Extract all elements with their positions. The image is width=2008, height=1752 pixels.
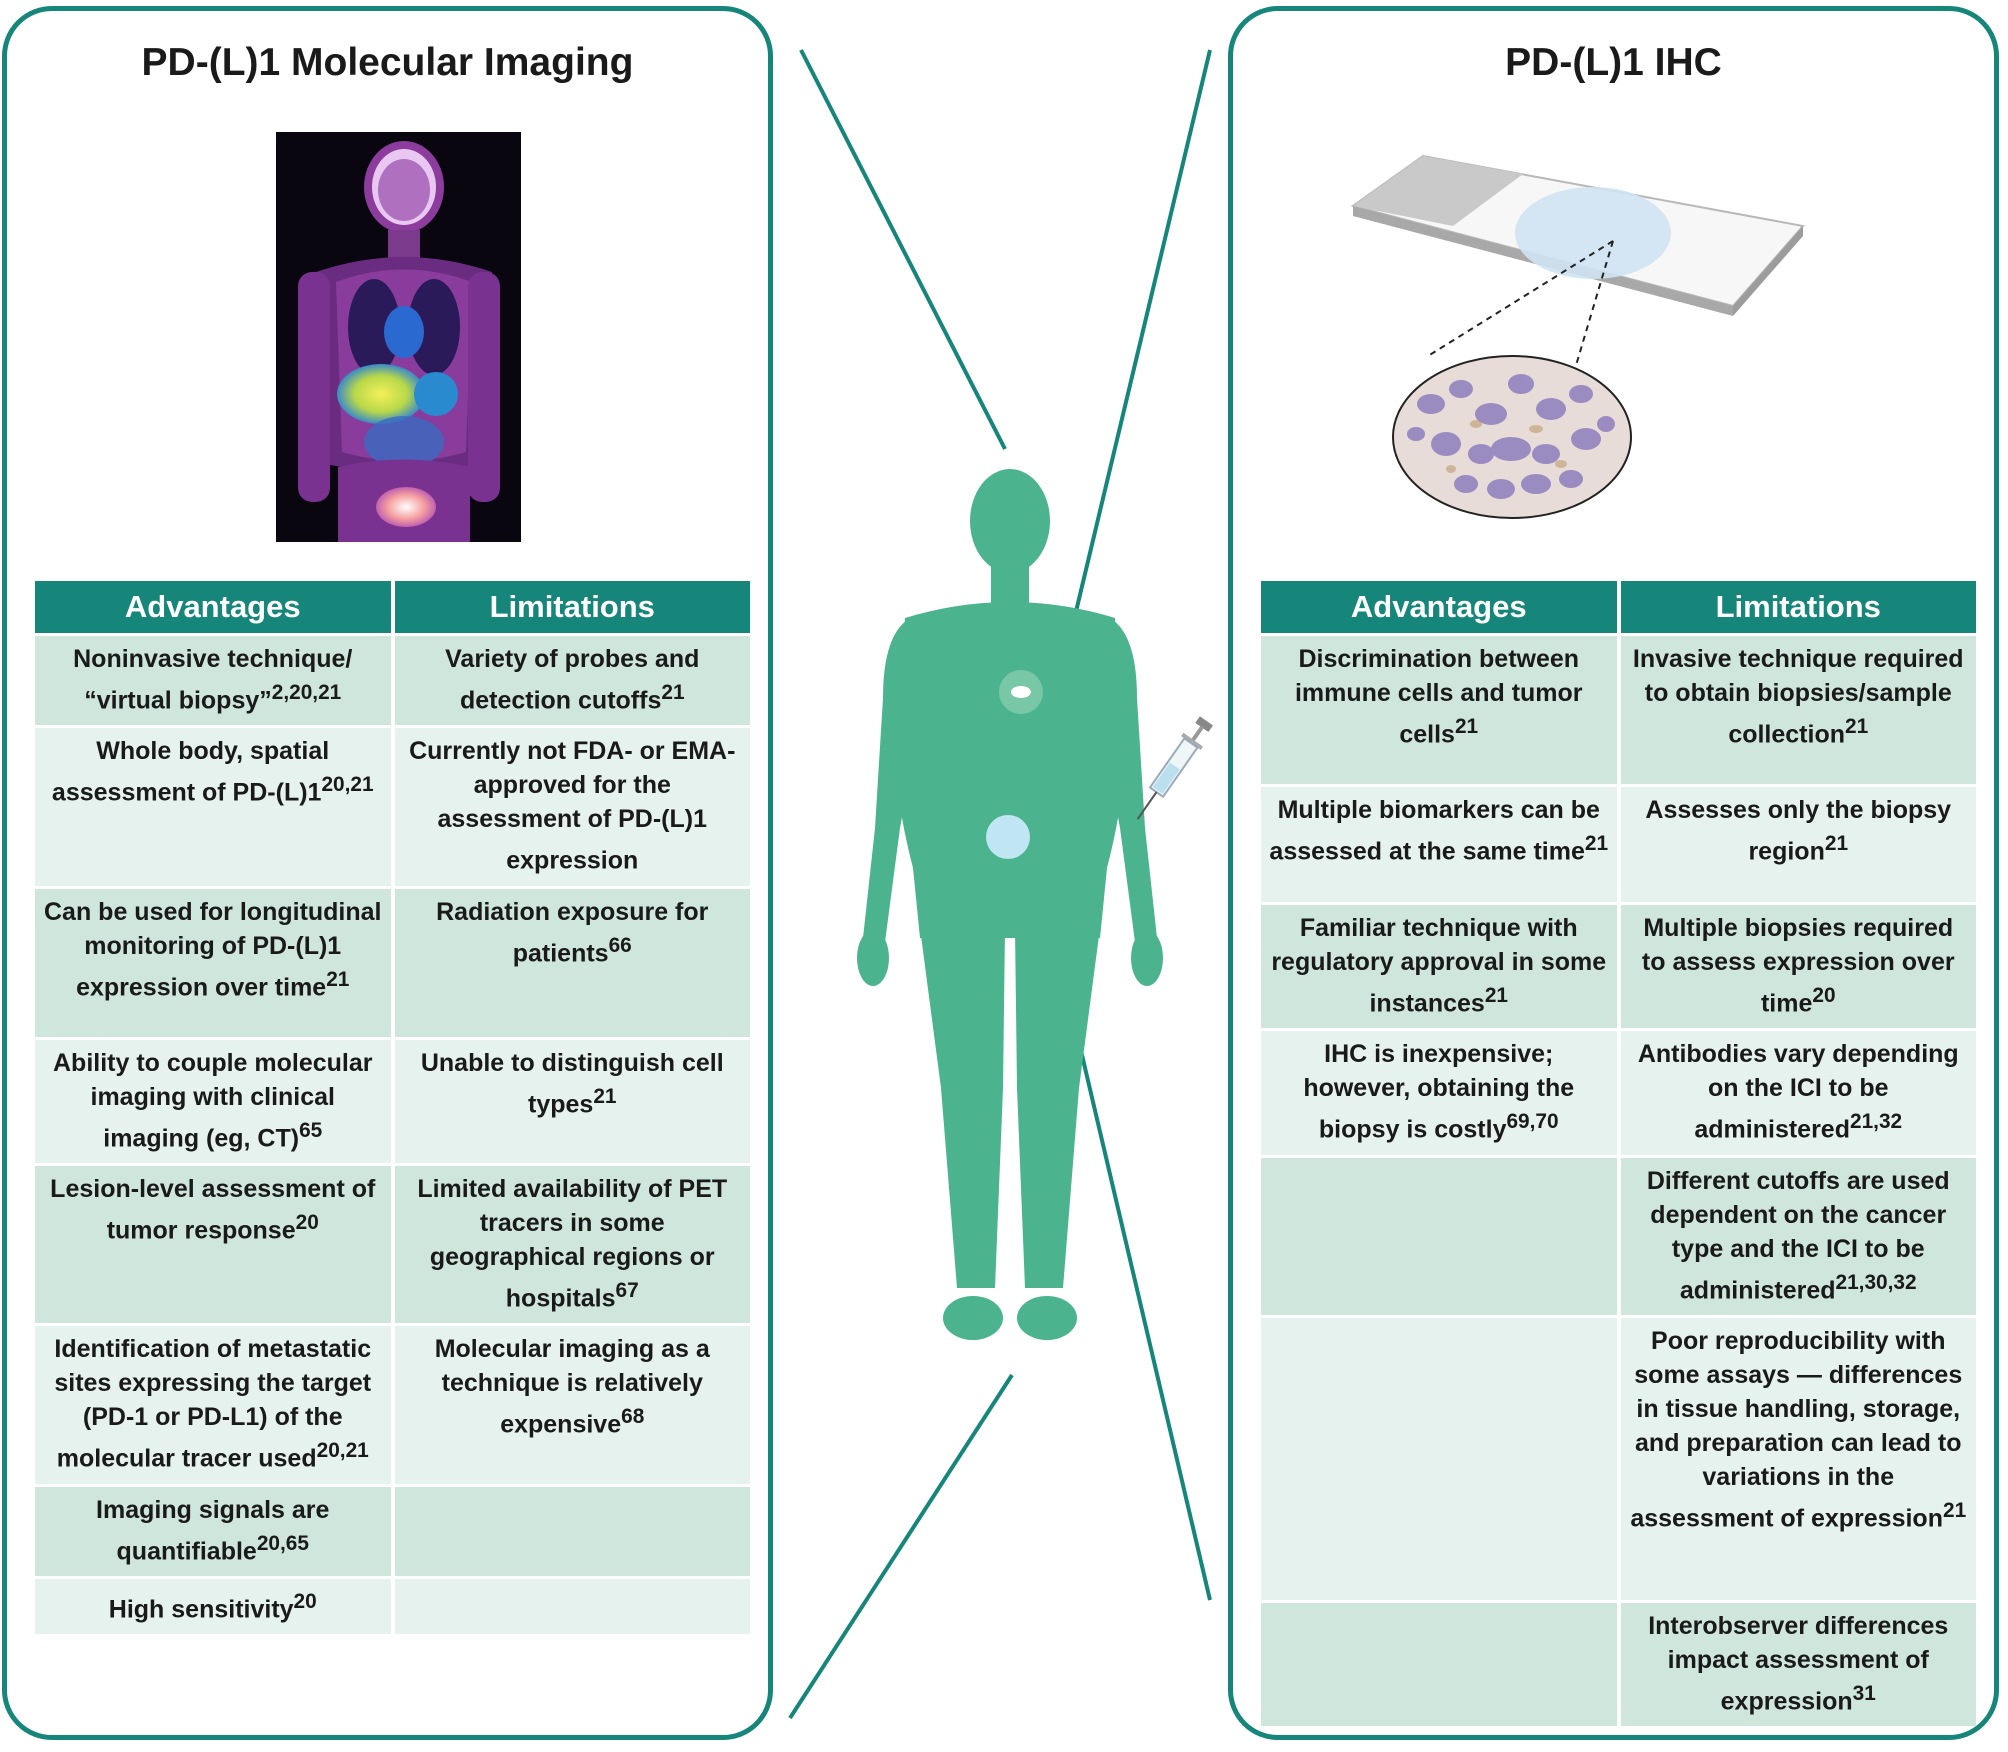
molecular-imaging-table: Advantages Limitations Noninvasive techn…	[31, 578, 754, 1637]
limitation-cell: Currently not FDA- or EMA-approved for t…	[394, 728, 750, 886]
molecular-imaging-panel: PD-(L)1 Molecular Imaging	[2, 6, 773, 1740]
limitation-cell: Invasive technique required to obtain bi…	[1620, 636, 1976, 784]
ihc-table: Advantages Limitations Discrimination be…	[1257, 578, 1980, 1729]
table-row: Familiar technique with regulatory appro…	[1261, 905, 1976, 1029]
limitation-cell	[394, 1486, 750, 1576]
table-row: Discrimination between immune cells and …	[1261, 636, 1976, 784]
advantage-cell: Noninvasive technique/ “virtual biopsy”2…	[35, 636, 391, 726]
ihc-panel: PD-(L)1 IHC	[1228, 6, 1999, 1740]
advantage-cell: Imaging signals are quantifiable20,65	[35, 1486, 391, 1576]
advantage-cell: Can be used for longitudinal monitoring …	[35, 888, 391, 1037]
limitation-cell: Assesses only the biopsy region21	[1620, 787, 1976, 902]
human-silhouette-icon	[857, 469, 1163, 1340]
limitation-cell: Interobserver differences impact assessm…	[1620, 1602, 1976, 1727]
table-row: High sensitivity20	[35, 1578, 750, 1635]
advantage-cell	[1261, 1157, 1617, 1315]
table-row: Lesion-level assessment of tumor respons…	[35, 1165, 750, 1324]
limitations-header: Limitations	[1620, 581, 1976, 633]
advantage-cell: IHC is inexpensive; however, obtaining t…	[1261, 1031, 1617, 1155]
advantage-cell: Multiple biomarkers can be assessed at t…	[1261, 787, 1617, 902]
limitation-cell	[394, 1578, 750, 1635]
table-row: Poor reproducibility with some assays — …	[1261, 1317, 1976, 1600]
limitation-cell: Multiple biopsies required to assess exp…	[1620, 905, 1976, 1029]
table-row: Different cutoffs are used dependent on …	[1261, 1157, 1976, 1315]
table-row: Imaging signals are quantifiable20,65	[35, 1486, 750, 1576]
advantage-cell: Discrimination between immune cells and …	[1261, 636, 1617, 784]
table-row: Noninvasive technique/ “virtual biopsy”2…	[35, 636, 750, 726]
limitation-cell: Poor reproducibility with some assays — …	[1620, 1317, 1976, 1600]
advantages-header: Advantages	[35, 581, 391, 633]
table-row: Multiple biomarkers can be assessed at t…	[1261, 787, 1976, 902]
limitation-cell: Limited availability of PET tracers in s…	[394, 1165, 750, 1324]
table-row: Identification of metastatic sites expre…	[35, 1326, 750, 1484]
limitations-header: Limitations	[394, 581, 750, 633]
panel-title: PD-(L)1 IHC	[1505, 41, 1722, 84]
advantage-cell: Ability to couple molecular imaging with…	[35, 1039, 391, 1163]
magnified-tissue-icon	[1392, 355, 1632, 519]
table-row: Ability to couple molecular imaging with…	[35, 1039, 750, 1163]
limitation-cell: Molecular imaging as a technique is rela…	[394, 1326, 750, 1484]
limitation-cell: Variety of probes and detection cutoffs2…	[394, 636, 750, 726]
advantage-cell: Familiar technique with regulatory appro…	[1261, 905, 1617, 1029]
syringe-icon	[1136, 716, 1213, 820]
advantage-cell	[1261, 1602, 1617, 1727]
limitation-cell: Unable to distinguish cell types21	[394, 1039, 750, 1163]
table-row: Whole body, spatial assessment of PD-(L)…	[35, 728, 750, 886]
advantage-cell: High sensitivity20	[35, 1578, 391, 1635]
panel-title: PD-(L)1 Molecular Imaging	[141, 41, 634, 84]
microscope-slide-icon	[1350, 154, 1805, 427]
advantage-cell: Identification of metastatic sites expre…	[35, 1326, 391, 1484]
limitation-cell: Different cutoffs are used dependent on …	[1620, 1157, 1976, 1315]
advantages-header: Advantages	[1261, 581, 1617, 633]
table-row: Interobserver differences impact assessm…	[1261, 1602, 1976, 1727]
pet-scan-image	[276, 132, 521, 542]
advantage-cell	[1261, 1317, 1617, 1600]
advantage-cell: Lesion-level assessment of tumor respons…	[35, 1165, 391, 1324]
table-row: Can be used for longitudinal monitoring …	[35, 888, 750, 1037]
limitation-cell: Antibodies vary depending on the ICI to …	[1620, 1031, 1976, 1155]
limitation-cell: Radiation exposure for patients66	[394, 888, 750, 1037]
table-row: IHC is inexpensive; however, obtaining t…	[1261, 1031, 1976, 1155]
advantage-cell: Whole body, spatial assessment of PD-(L)…	[35, 728, 391, 886]
